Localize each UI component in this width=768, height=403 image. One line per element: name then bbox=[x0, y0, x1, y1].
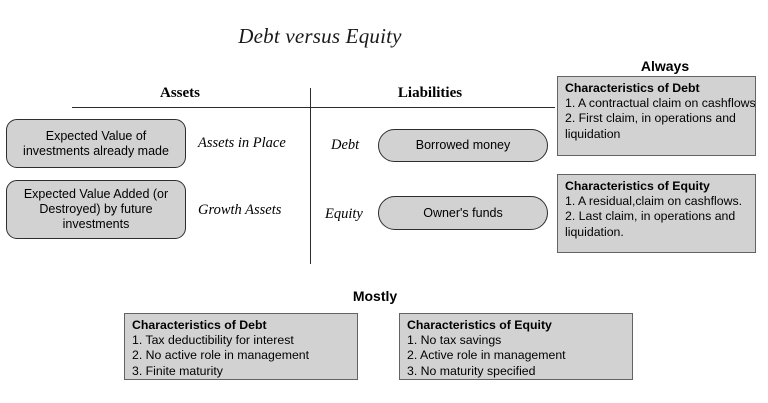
panel-line: 2. Last claim, in operations and liquida… bbox=[565, 209, 736, 239]
panel-line: 3. Finite maturity bbox=[132, 363, 223, 378]
panel-title: Characteristics of Debt bbox=[132, 318, 267, 332]
column-header-liabilities: Liabilities bbox=[397, 85, 463, 101]
borrowed-money-box: Borrowed money bbox=[378, 129, 548, 162]
always-characteristics-of-debt-panel: Characteristics of Debt 1. A contractual… bbox=[557, 76, 756, 156]
panel-title: Characteristics of Equity bbox=[565, 179, 710, 193]
panel-line: 2. First claim, in operations and liquid… bbox=[565, 111, 736, 141]
panel-title: Characteristics of Debt bbox=[565, 81, 700, 95]
mostly-characteristics-of-equity-panel: Characteristics of Equity 1. No tax savi… bbox=[399, 313, 633, 380]
mostly-characteristics-of-debt-panel: Characteristics of Debt 1. Tax deductibi… bbox=[124, 313, 358, 380]
section-caption-always: Always bbox=[640, 58, 690, 74]
panel-line: 2. No active role in management bbox=[132, 348, 310, 363]
section-caption-mostly: Mostly bbox=[352, 288, 398, 304]
panel-line: 2. Active role in management bbox=[407, 348, 566, 363]
panel-line: 1. No tax savings bbox=[407, 333, 502, 348]
panel-line: 1. Tax deductibility for interest bbox=[132, 333, 294, 348]
balance-sheet-horizontal-rule bbox=[72, 107, 555, 108]
owners-funds-box: Owner's funds bbox=[378, 196, 548, 230]
label-growth-assets: Growth Assets bbox=[198, 202, 282, 218]
growth-assets-box: Expected Value Added (or Destroyed) by f… bbox=[6, 180, 186, 239]
label-assets-in-place: Assets in Place bbox=[198, 135, 286, 151]
column-header-assets: Assets bbox=[160, 85, 200, 101]
assets-in-place-box: Expected Value of investments already ma… bbox=[6, 119, 186, 168]
panel-line: 1. A contractual claim on cashflows bbox=[565, 96, 756, 111]
panel-title: Characteristics of Equity bbox=[407, 318, 552, 332]
label-debt: Debt bbox=[331, 137, 360, 153]
panel-line: 3. No maturity specified bbox=[407, 363, 536, 378]
panel-line: 1. A residual,claim on cashflows. bbox=[565, 194, 743, 209]
label-equity: Equity bbox=[325, 206, 363, 222]
page-title: Debt versus Equity bbox=[238, 24, 402, 48]
balance-sheet-vertical-divider bbox=[310, 88, 311, 264]
always-characteristics-of-equity-panel: Characteristics of Equity 1. A residual,… bbox=[557, 174, 756, 253]
